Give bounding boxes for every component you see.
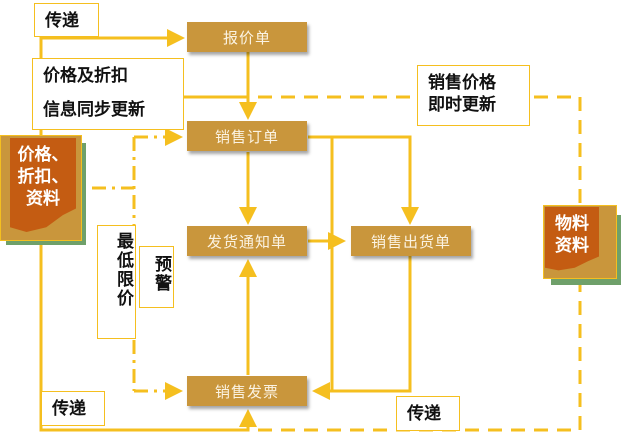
node-sales-order[interactable]: 销售订单 xyxy=(187,121,307,151)
connector-material-bottom-dashed xyxy=(248,278,582,432)
doc-material-data[interactable]: 物料 资料 xyxy=(543,205,623,285)
doc-material-label: 物料 资料 xyxy=(545,207,599,271)
label-sales-price-update-line2: 即时更新 xyxy=(428,95,496,115)
label-transfer-bottom-right: 传递 xyxy=(396,396,460,431)
node-quotation[interactable]: 报价单 xyxy=(187,22,307,52)
node-delivery-notice[interactable]: 发货通知单 xyxy=(187,226,307,256)
label-warning: 预警 xyxy=(139,246,174,308)
node-sales-invoice[interactable]: 销售发票 xyxy=(187,376,307,406)
label-info-sync: 信息同步更新 xyxy=(43,100,145,120)
label-transfer-top: 传递 xyxy=(34,3,99,37)
connector-price-update-dashed xyxy=(235,95,582,205)
label-sales-price-update-line1: 销售价格 xyxy=(428,73,496,93)
label-transfer-bottom-left: 传递 xyxy=(41,391,105,426)
node-sales-outbound[interactable]: 销售出货单 xyxy=(351,226,471,256)
label-min-price: 最低限价 xyxy=(97,225,136,339)
connector-outbound-to-invoice xyxy=(312,256,412,400)
connector-order-to-outbound xyxy=(308,135,419,225)
doc-price-discount-data[interactable]: 价格、 折扣、 资料 xyxy=(0,135,92,247)
label-price-discount: 价格及折扣 xyxy=(43,66,128,86)
connector-doc-to-invoice xyxy=(39,245,257,432)
label-sales-price-update-box: 销售价格 即时更新 xyxy=(417,65,530,126)
label-price-discount-box: 价格及折扣 信息同步更新 xyxy=(32,58,184,130)
